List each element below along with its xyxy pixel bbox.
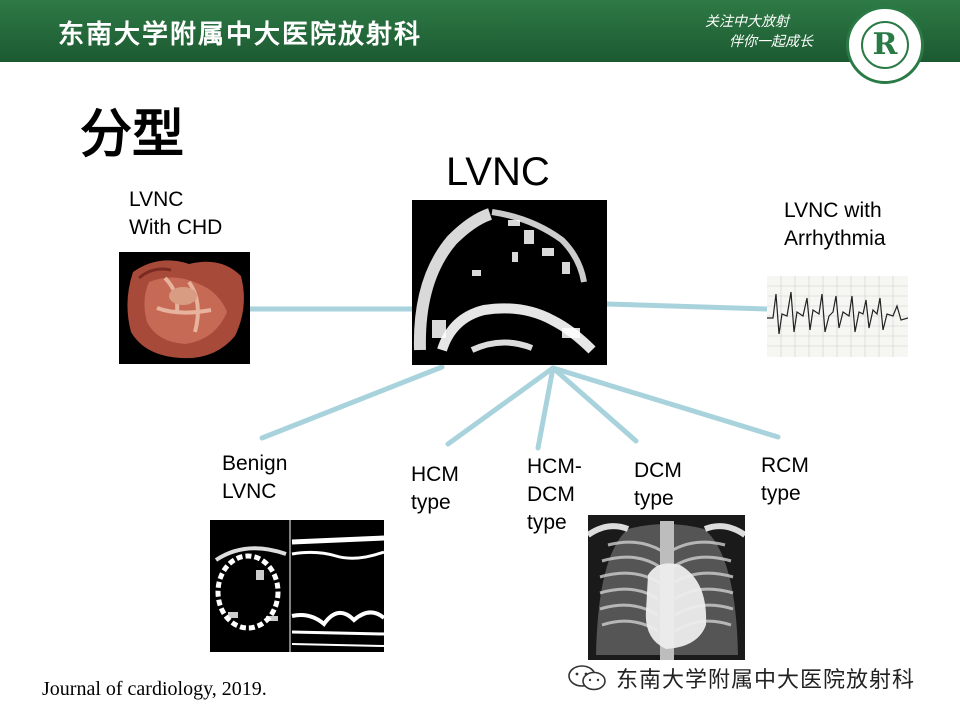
connector-dcm [550, 365, 639, 444]
connector-arrhythmia [603, 301, 771, 312]
label-dcm: DCM type [634, 459, 682, 510]
label-benign: Benign LVNC [222, 452, 288, 503]
logo-letter: R [861, 21, 909, 69]
reference-citation: Journal of cardiology, 2019. [42, 678, 267, 700]
m-mode-echo-image [206, 520, 384, 652]
label-rcm: RCM type [761, 454, 809, 505]
chest-xray-image [588, 515, 745, 660]
hospital-radiology-logo-icon: R [846, 6, 924, 84]
connector-benign [259, 364, 445, 441]
slide-title: 分型 [80, 105, 185, 165]
ecg-strip-image [767, 276, 908, 357]
label-hcm: HCM type [411, 463, 459, 514]
slogan-line-2: 伴你一起成长 [729, 34, 813, 50]
label-arrhythmia: LVNC with Arrhythmia [784, 199, 886, 250]
header-bar: 东南大学附属中大医院放射科 关注中大放射 伴你一起成长 [0, 0, 960, 62]
footer-brand: 东南大学附属中大医院放射科 [566, 662, 915, 694]
heart-specimen-photo [119, 252, 250, 364]
center-label: LVNC [446, 150, 550, 194]
header-slogan: 关注中大放射 伴你一起成长 [705, 12, 813, 52]
header-title: 东南大学附属中大医院放射科 [58, 20, 423, 50]
slogan-line-1: 关注中大放射 [705, 14, 789, 30]
connector-hcm [445, 365, 556, 447]
connector-rcm [550, 365, 781, 440]
echocardiogram-image [412, 200, 607, 365]
footer-brand-text: 东南大学附属中大医院放射科 [616, 668, 916, 693]
connector-hcm-dcm [535, 365, 556, 451]
label-chd: LVNC With CHD [129, 188, 223, 239]
wechat-icon [568, 665, 606, 691]
label-hcm-dcm: HCM- DCM type [527, 455, 582, 534]
